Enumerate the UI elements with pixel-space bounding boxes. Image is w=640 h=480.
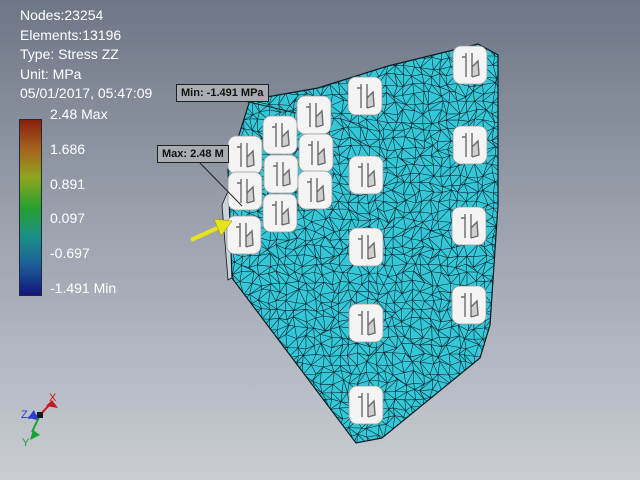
legend-label-2: 1.686 bbox=[50, 141, 86, 157]
pin-constraint-icon bbox=[348, 385, 384, 425]
pin-constraint-icon bbox=[452, 125, 488, 165]
elements-count: Elements:13196 bbox=[20, 26, 122, 43]
result-type: Type: Stress ZZ bbox=[20, 46, 119, 62]
pin-constraint-icon bbox=[348, 303, 384, 343]
pin-constraint-icon bbox=[263, 154, 299, 194]
analysis-info: Nodes:23254 Elements:13196 Type: Stress … bbox=[20, 6, 152, 104]
triad-y-label: Y bbox=[22, 437, 30, 449]
pin-constraint-icon bbox=[298, 133, 334, 173]
pin-constraint-icon bbox=[451, 285, 487, 325]
pin-constraints bbox=[226, 45, 488, 425]
pin-constraint-icon bbox=[451, 206, 487, 246]
pin-constraint-icon bbox=[227, 171, 263, 211]
legend-label-min: -1.491 Min bbox=[50, 280, 117, 296]
min-probe-text: Min: -1.491 MPa bbox=[181, 87, 264, 99]
legend-label-max: 2.48 Max bbox=[50, 106, 108, 122]
max-probe-callout[interactable]: Max: 2.48 M bbox=[157, 145, 229, 163]
legend-label-3: 0.891 bbox=[50, 176, 86, 192]
min-leader-line bbox=[239, 99, 297, 114]
pin-constraint-icon bbox=[347, 76, 383, 116]
pin-constraint-icon bbox=[297, 170, 333, 210]
pin-constraint-icon bbox=[227, 135, 263, 175]
result-timestamp: 05/01/2017, 05:47:09 bbox=[20, 85, 153, 101]
pin-constraint-icon bbox=[262, 193, 298, 233]
result-unit: Unit: MPa bbox=[20, 65, 82, 82]
pin-constraint-icon bbox=[296, 95, 332, 135]
max-probe-text: Max: 2.48 M bbox=[162, 148, 224, 160]
stress-color-legend bbox=[19, 119, 42, 296]
pin-constraint-icon bbox=[226, 215, 262, 255]
triad-x-label: X bbox=[49, 392, 57, 404]
triad-z-label: Z bbox=[21, 409, 28, 421]
pin-constraint-icon bbox=[452, 45, 488, 85]
pin-constraint-icon bbox=[348, 227, 384, 267]
legend-label-4: 0.097 bbox=[50, 210, 86, 226]
nodes-count: Nodes:23254 bbox=[20, 7, 104, 23]
pin-constraint-icon bbox=[348, 155, 384, 195]
load-arrow bbox=[190, 218, 233, 242]
min-probe-callout[interactable]: Min: -1.491 MPa bbox=[176, 84, 269, 102]
pin-constraint-icon bbox=[262, 115, 298, 155]
max-leader-line bbox=[197, 160, 243, 207]
legend-label-5: -0.697 bbox=[50, 245, 90, 261]
view-triad[interactable]: X Y Z bbox=[21, 392, 58, 449]
